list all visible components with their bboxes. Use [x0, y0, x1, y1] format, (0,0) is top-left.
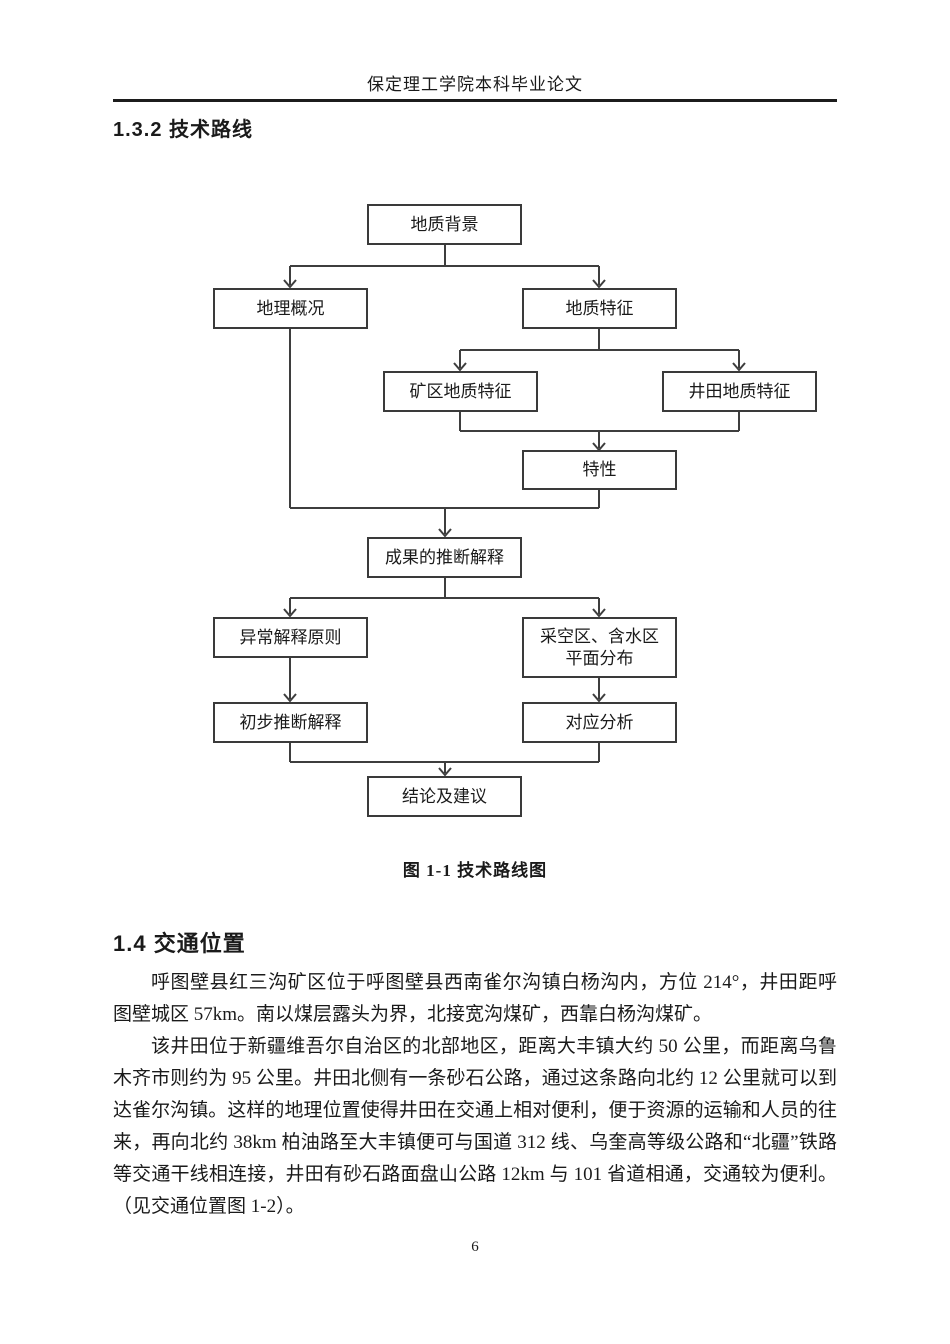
page-header-title: 保定理工学院本科毕业论文: [367, 75, 583, 94]
flowchart-node-geological-features: 地质特征: [522, 288, 677, 329]
flowchart-node-result-inference-interpretation: 成果的推断解释: [367, 537, 522, 578]
section-heading-1-3-2: 1.3.2 技术路线: [113, 119, 254, 141]
flowchart-node-geological-background: 地质背景: [367, 204, 522, 245]
flowchart-node-goaf-water-area-plan-distribution: 采空区、含水区 平面分布: [522, 617, 677, 678]
flowchart-node-preliminary-inference-interpretation: 初步推断解释: [213, 702, 368, 743]
flowchart-node-characteristics: 特性: [522, 450, 677, 490]
header-divider-rule: [113, 99, 837, 102]
figure-caption: 图 1-1 技术路线图: [402, 861, 548, 880]
flowchart-node-mining-area-geology: 矿区地质特征: [383, 371, 538, 412]
paragraph-transport-details: 该井田位于新疆维吾尔自治区的北部地区，距离大丰镇大约 50 公里，而距离乌鲁木齐…: [113, 1036, 837, 1217]
flowchart-node-well-field-geology: 井田地质特征: [662, 371, 817, 412]
paragraph-location-overview: 呼图壁县红三沟矿区位于呼图壁县西南雀尔沟镇白杨沟内，方位 214°，井田距呼图壁…: [113, 972, 837, 1025]
section-heading-1-4: 1.4 交通位置: [113, 931, 246, 956]
section-1-4-body: 呼图壁县红三沟矿区位于呼图壁县西南雀尔沟镇白杨沟内，方位 214°，井田距呼图壁…: [113, 967, 837, 1223]
page-number: 6: [471, 1239, 479, 1255]
flowchart-node-correspondence-analysis: 对应分析: [522, 702, 677, 743]
flowchart-node-anomaly-interpretation-principles: 异常解释原则: [213, 617, 368, 658]
flowchart-node-geographic-overview: 地理概况: [213, 288, 368, 329]
flowchart-node-conclusions-suggestions: 结论及建议: [367, 776, 522, 817]
